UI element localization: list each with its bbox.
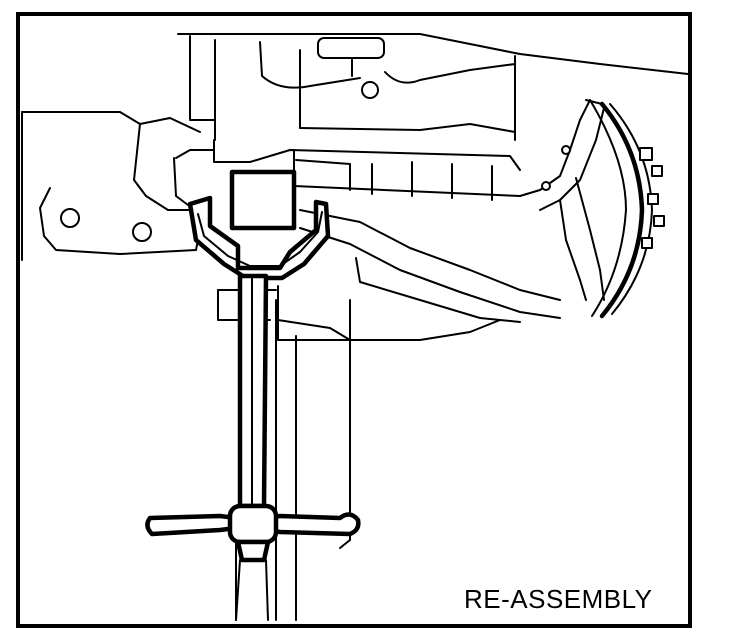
- wrench-tool: [145, 169, 361, 621]
- vehicle-subframe: [21, 33, 689, 341]
- figure-border: [16, 12, 692, 628]
- figure-caption: RE-ASSEMBLY: [464, 584, 653, 614]
